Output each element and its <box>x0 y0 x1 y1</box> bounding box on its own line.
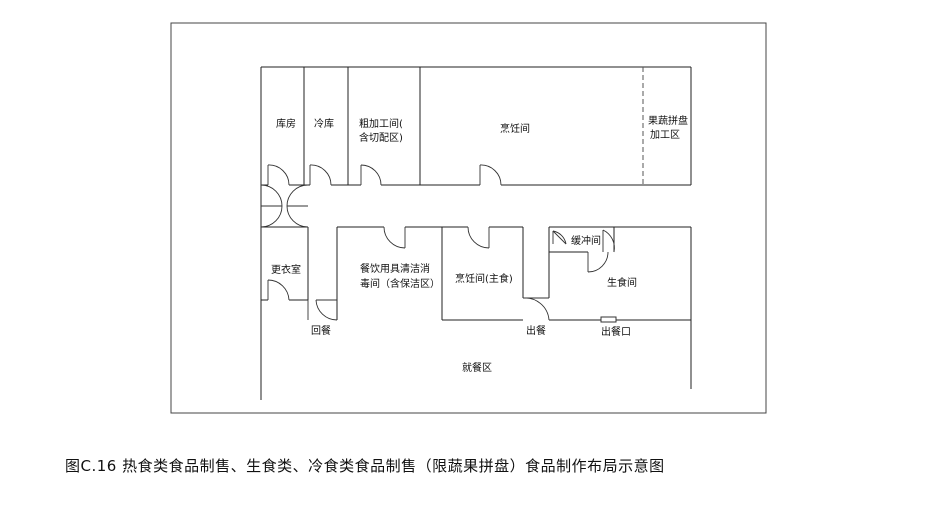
marker-serve-out: 出餐 <box>526 324 546 337</box>
room-changing: 更衣室 <box>271 263 301 276</box>
figure-caption: 图C.16 热食类食品制售、生食类、冷食类食品制售（限蔬果拼盘）食品制作布局示意… <box>65 457 665 475</box>
room-cooking-staple: 烹饪间(主食) <box>455 272 513 285</box>
room-cooking: 烹饪间 <box>500 122 530 135</box>
floor-plan: 库房 冷库 粗加工间( 含切配区) 烹饪间 果蔬拼盘 加工区 更衣室 餐饮用具清… <box>170 22 767 414</box>
marker-serve-window: 出餐口 <box>601 325 631 338</box>
outer-frame <box>170 22 767 414</box>
room-storeroom: 库房 <box>276 117 296 130</box>
room-rough-processing-2: 含切配区) <box>359 131 403 144</box>
room-cold-store: 冷库 <box>314 117 334 130</box>
marker-return: 回餐 <box>311 324 331 337</box>
room-raw-food: 生食间 <box>607 276 637 289</box>
room-fruit-veg-1: 果蔬拼盘 <box>648 114 688 127</box>
walls <box>260 66 692 400</box>
room-buffer: 缓冲间 <box>571 234 601 247</box>
doors <box>260 164 617 323</box>
room-dining: 就餐区 <box>462 361 492 374</box>
room-utensil-cleaning-2: 毒间（含保洁区） <box>360 277 440 290</box>
room-fruit-veg-2: 加工区 <box>650 129 680 141</box>
room-rough-processing-1: 粗加工间( <box>359 117 403 130</box>
room-utensil-cleaning-1: 餐饮用具清洁消 <box>360 262 430 275</box>
